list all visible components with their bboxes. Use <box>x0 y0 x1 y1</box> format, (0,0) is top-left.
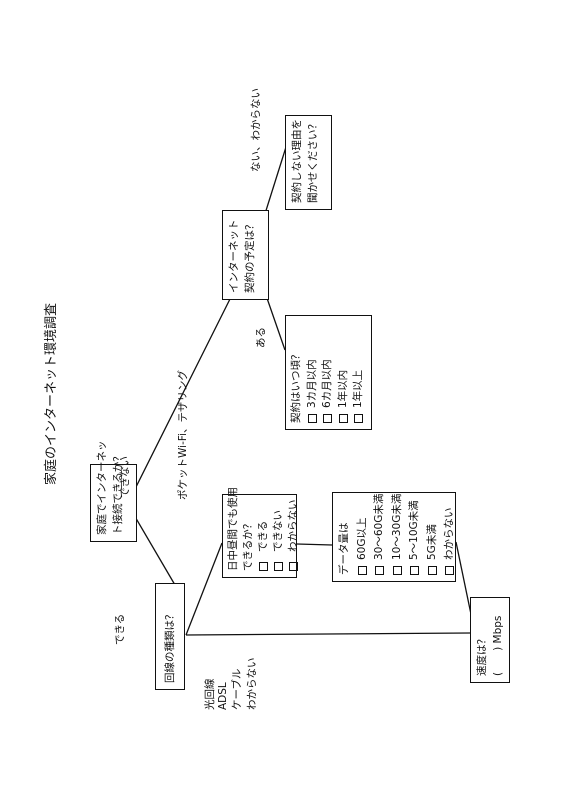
daytime-option-row[interactable]: わからない <box>286 499 301 571</box>
question-contract-timing: 契約はいつ頃？ 3カ月以内 6カ月以内 1年以内 1年以上 <box>285 315 372 430</box>
line-type-options: 光回線 ADSL ケーブル わからない <box>202 658 259 711</box>
checkbox[interactable] <box>427 566 437 575</box>
data-option-row[interactable]: 10～30G未満 <box>389 494 407 575</box>
data-option-row[interactable]: 60G以上 <box>354 499 372 575</box>
daytime-option-row[interactable]: できる <box>256 501 271 571</box>
when-option-label: 1年以上 <box>352 369 364 408</box>
checkbox[interactable] <box>357 566 367 575</box>
checkbox[interactable] <box>375 566 385 575</box>
edge-label-can: できる <box>114 613 126 645</box>
daytime-option-label: できる <box>257 520 269 552</box>
data-option-row[interactable]: 30～60G未満 <box>371 494 389 575</box>
data-option-row[interactable]: 5～10G未満 <box>406 499 424 575</box>
daytime-option-label: わからない <box>287 499 299 553</box>
checkbox[interactable] <box>445 566 455 575</box>
speed-input[interactable]: ( ) Mbps <box>492 615 504 676</box>
daytime-option-label: できない <box>272 510 284 552</box>
edge-linetype-to-daytime <box>185 542 223 636</box>
edge-daytime-to-data <box>296 543 333 546</box>
question-line-type: 回線の種類は？ <box>155 583 185 690</box>
question-no-contract-reason: 契約しない理由を 聞かせください？ <box>285 115 332 210</box>
data-option-row[interactable]: わからない <box>441 499 459 575</box>
data-option-label: 10～30G未満 <box>390 493 403 560</box>
when-option-row[interactable]: 1年以内 <box>336 322 352 423</box>
question-speed: 速度は？ ( ) Mbps <box>470 597 510 683</box>
edge-linetype-to-speed <box>185 632 471 636</box>
checkbox[interactable] <box>289 562 298 571</box>
data-option-label: 5G未満 <box>425 524 438 560</box>
question-contract-line1: インターネット <box>228 219 240 294</box>
question-contract-line2: 契約の予定は？ <box>244 219 256 294</box>
checkbox[interactable] <box>259 562 268 571</box>
page-title: 家庭のインターネット環境調査 <box>44 302 59 485</box>
question-daytime-use: 日中昼間でも使用 できるか？ できる できない わからない <box>222 487 299 578</box>
when-option-row[interactable]: 6カ月以内 <box>320 322 336 423</box>
question-contract-plan: インターネット 契約の予定は？ <box>222 210 269 300</box>
data-option-label: 30～60G未満 <box>373 493 385 560</box>
question-daytime-line1: 日中昼間でも使用 <box>227 487 239 571</box>
checkbox[interactable] <box>410 566 420 575</box>
daytime-option-row[interactable]: できない <box>271 501 286 571</box>
when-option-row[interactable]: 3カ月以内 <box>305 322 321 423</box>
edge-label-no: ない、わからない <box>250 88 262 172</box>
line-option: わからない <box>246 657 258 711</box>
data-option-label: 5～10G未満 <box>408 500 420 560</box>
question-daytime-line2: できるか？ <box>242 518 254 571</box>
when-option-label: 1年以内 <box>336 369 349 408</box>
question-data-volume: データ量は 60G以上 30～60G未満 10～30G未満 5～10G未満 5G… <box>332 492 456 582</box>
checkbox[interactable] <box>392 566 402 575</box>
question-data-title: データ量は <box>338 522 350 576</box>
edge-label-cannot: できない <box>119 456 131 498</box>
line-option: 光回線 <box>204 678 216 711</box>
question-speed-line1: 速度は？ <box>476 634 488 676</box>
when-option-row[interactable]: 1年以上 <box>351 322 367 423</box>
checkbox[interactable] <box>354 414 364 423</box>
checkbox[interactable] <box>307 414 317 423</box>
data-option-label: 60G以上 <box>355 517 368 561</box>
line-option: ADSL <box>217 682 229 710</box>
checkbox[interactable] <box>323 414 333 423</box>
question-line-type-label: 回線の種類は？ <box>164 609 176 684</box>
question-home-line1: 家庭でインターネッ <box>96 440 108 536</box>
when-option-label: 6カ月以内 <box>321 359 333 408</box>
checkbox[interactable] <box>274 562 283 571</box>
question-reason-line1: 契約しない理由を <box>291 119 303 203</box>
edge-label-pocket-wifi: ポケットWi-Fi、テザリング <box>177 369 189 500</box>
checkbox[interactable] <box>338 414 348 423</box>
question-reason-line2: 聞かせください？ <box>307 119 319 203</box>
edge-label-yes: ある <box>255 327 267 348</box>
line-option: ケーブル <box>231 668 243 710</box>
data-option-row[interactable]: 5G未満 <box>424 499 442 575</box>
data-option-label: わからない <box>443 507 455 561</box>
when-option-label: 3カ月以内 <box>305 359 318 408</box>
question-when-title: 契約はいつ頃？ <box>290 349 302 424</box>
